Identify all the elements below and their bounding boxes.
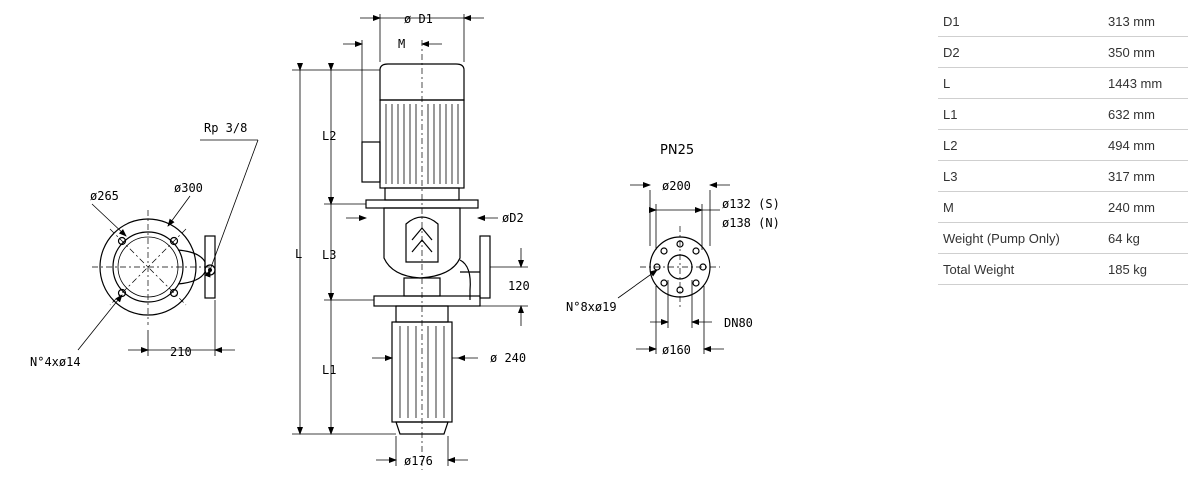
d200-label: ø200 bbox=[662, 179, 691, 193]
spec-value: 350 mm bbox=[1102, 36, 1188, 68]
spec-value: 494 mm bbox=[1102, 129, 1188, 161]
spec-value: 240 mm bbox=[1102, 191, 1188, 223]
spec-value: 64 kg bbox=[1102, 222, 1188, 254]
pn25-label: PN25 bbox=[660, 143, 694, 158]
spec-value: 1443 mm bbox=[1102, 67, 1188, 99]
spec-name: Weight (Pump Only) bbox=[938, 222, 1102, 254]
l2-label: L2 bbox=[322, 129, 336, 143]
discharge-flange bbox=[479, 235, 491, 299]
base-hole bbox=[117, 236, 127, 246]
flange-view: PN25 ø200 ø132 (S) ø138 (N) N°8xø19 D bbox=[566, 143, 780, 357]
spec-name: D2 bbox=[938, 36, 1102, 68]
d300-label: ø300 bbox=[174, 181, 203, 195]
d132-label: ø132 (S) bbox=[722, 197, 780, 211]
spec-name: L bbox=[938, 67, 1102, 99]
d2-label: øD2 bbox=[502, 211, 524, 225]
d160-label: ø160 bbox=[662, 343, 691, 357]
rp-label: Rp 3/8 bbox=[204, 121, 247, 135]
spec-value: 632 mm bbox=[1102, 98, 1188, 130]
spec-value: 185 kg bbox=[1102, 253, 1188, 285]
suction-strainer bbox=[395, 421, 449, 435]
spec-value: 317 mm bbox=[1102, 160, 1188, 192]
l3-label: L3 bbox=[322, 248, 336, 262]
spec-name: L2 bbox=[938, 129, 1102, 161]
spec-name: L1 bbox=[938, 98, 1102, 130]
l-label: L bbox=[295, 247, 302, 261]
d265-label: ø265 bbox=[90, 189, 119, 203]
top-view: Rp 3/8 ø265 ø300 N°4xø14 210 bbox=[30, 121, 259, 369]
side-view: ø D1 M L L2 L3 L1 øD2 120 ø 240 bbox=[292, 12, 530, 470]
base-plate bbox=[373, 295, 481, 307]
spec-name: M bbox=[938, 191, 1102, 223]
holes-base-label: N°4xø14 bbox=[30, 355, 81, 369]
w210-label: 210 bbox=[170, 345, 192, 359]
d138-label: ø138 (N) bbox=[722, 216, 780, 230]
spec-row: Weight (Pump Only)64 kg bbox=[938, 222, 1188, 254]
holes-flange-label: N°8xø19 bbox=[566, 300, 617, 314]
base-hole bbox=[169, 288, 179, 298]
spec-name: Total Weight bbox=[938, 253, 1102, 285]
d240-label: ø 240 bbox=[490, 351, 526, 365]
spec-name: D1 bbox=[938, 6, 1102, 37]
pump-dimension-drawing: Rp 3/8 ø265 ø300 N°4xø14 210 bbox=[30, 12, 780, 470]
pump-body-circle bbox=[112, 231, 184, 303]
m-label: M bbox=[398, 37, 405, 51]
dn80-label: DN80 bbox=[724, 316, 753, 330]
outlet-flange-top bbox=[204, 235, 216, 299]
d1-label: ø D1 bbox=[404, 12, 433, 26]
spec-value: 313 mm bbox=[1102, 6, 1188, 37]
spec-name: L3 bbox=[938, 160, 1102, 192]
terminal-box bbox=[361, 141, 381, 183]
l1-label: L1 bbox=[322, 363, 336, 377]
motor-fan-cover bbox=[379, 63, 465, 101]
base-hole bbox=[169, 236, 179, 246]
d176-label: ø176 bbox=[404, 454, 433, 468]
h120-label: 120 bbox=[508, 279, 530, 293]
